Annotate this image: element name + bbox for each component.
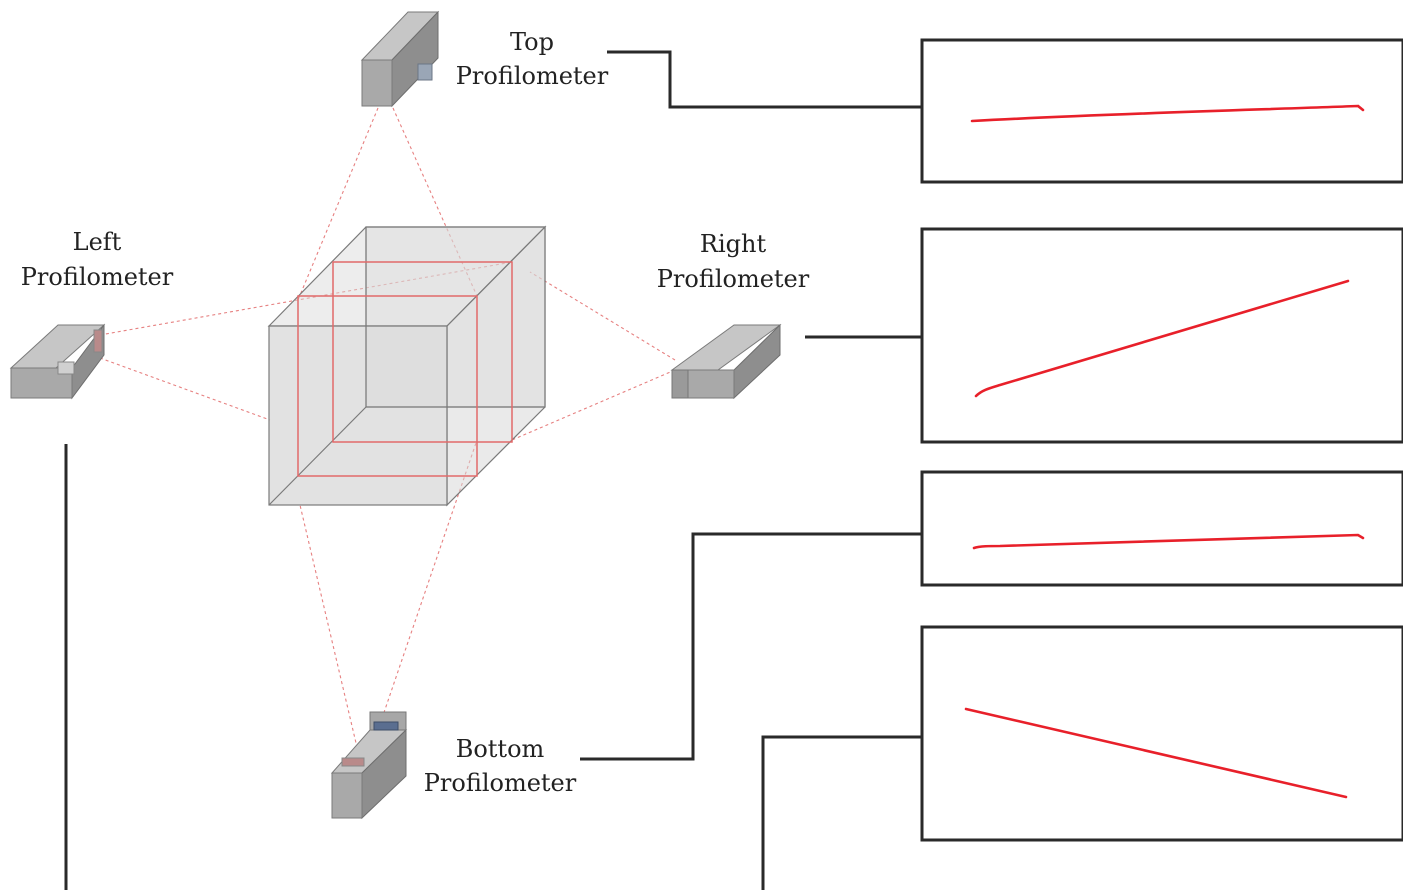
profile-line-top xyxy=(970,104,1365,123)
top-profilometer-label: Top Profilometer xyxy=(456,28,609,90)
profile-line-bottom xyxy=(972,533,1365,550)
profile-panel-fourth xyxy=(920,625,1403,842)
bottom-profilometer-label: Bottom Profilometer xyxy=(424,735,577,797)
top-label-line1: Top xyxy=(510,28,554,56)
profile-line-fourth xyxy=(964,707,1348,799)
right-profilometer-label: Right Profilometer xyxy=(657,230,810,293)
top-label-line2: Profilometer xyxy=(456,62,609,90)
left-label-line1: Left xyxy=(73,228,122,256)
left-profilometer-device xyxy=(9,323,106,400)
bottom-profilometer-device xyxy=(330,711,408,820)
bottom-label-line2: Profilometer xyxy=(424,769,577,797)
connector-lines xyxy=(64,50,922,890)
bottom-connector xyxy=(580,532,922,761)
left-profilometer-label: Left Profilometer xyxy=(21,228,174,291)
top-connector xyxy=(607,50,922,109)
profile-line-right xyxy=(974,279,1350,398)
top-profilometer-device xyxy=(360,10,440,108)
fourth-connector xyxy=(761,735,922,890)
right-profilometer-device xyxy=(670,323,782,400)
right-label-line2: Profilometer xyxy=(657,265,810,293)
profile-panel-bottom xyxy=(920,470,1403,587)
bottom-label-line1: Bottom xyxy=(456,735,545,763)
laser-lines xyxy=(99,107,676,761)
profile-panel-top xyxy=(920,38,1403,184)
left-label-line2: Profilometer xyxy=(21,263,174,291)
profile-panel-right xyxy=(920,227,1403,444)
right-label-line1: Right xyxy=(700,230,767,258)
sample-cube xyxy=(267,225,547,507)
